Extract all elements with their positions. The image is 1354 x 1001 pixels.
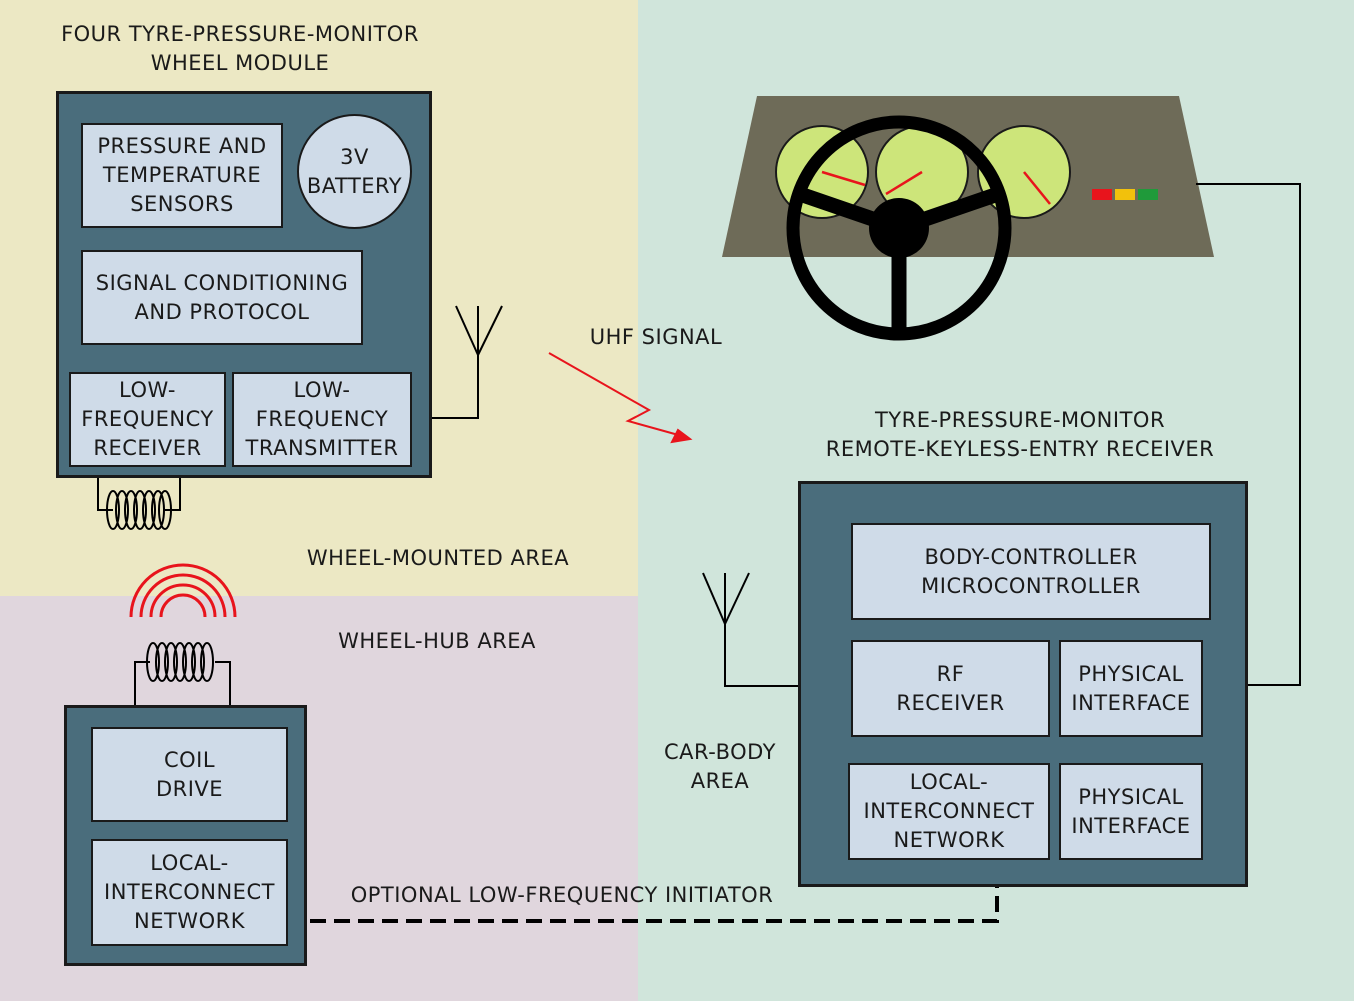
wheel-module-title: FOUR TYRE-PRESSURE-MONITOR WHEEL MODULE bbox=[61, 22, 419, 75]
receiver-title: TYRE-PRESSURE-MONITOR REMOTE-KEYLESS-ENT… bbox=[825, 408, 1215, 461]
hub-coil bbox=[134, 642, 231, 707]
body-controller-microcontroller: BODY-CONTROLLER MICROCONTROLLER bbox=[851, 523, 1211, 620]
car-body-area-label: CAR-BODY AREA bbox=[663, 740, 776, 793]
wheel-hub-area-label: WHEEL-HUB AREA bbox=[338, 629, 536, 653]
uhf-signal bbox=[548, 352, 693, 444]
lf-receiver: LOW- FREQUENCY RECEIVER bbox=[69, 372, 226, 467]
uhf-signal-label: UHF SIGNAL bbox=[589, 325, 723, 349]
lf-initiator-module: COIL DRIVE LOCAL- INTERCONNECT NETWORK bbox=[64, 705, 307, 966]
wheel-antenna bbox=[409, 305, 503, 419]
wheel-mounted-area-label: WHEEL-MOUNTED AREA bbox=[306, 546, 570, 570]
optional-initiator-label: OPTIONAL LOW-FREQUENCY INITIATOR bbox=[350, 883, 774, 907]
signal-conditioning-block: SIGNAL CONDITIONING AND PROTOCOL bbox=[81, 250, 363, 345]
battery: 3V BATTERY bbox=[297, 114, 412, 229]
steering-wheel bbox=[786, 115, 1012, 341]
lf-transmitter: LOW- FREQUENCY TRANSMITTER bbox=[232, 372, 412, 467]
coil-drive: COIL DRIVE bbox=[91, 727, 288, 822]
pressure-temperature-sensors: PRESSURE AND TEMPERATURE SENSORS bbox=[81, 123, 283, 228]
wheel-module: PRESSURE AND TEMPERATURE SENSORS 3V BATT… bbox=[56, 91, 432, 478]
led-yellow bbox=[1115, 189, 1135, 200]
wheel-module-coil bbox=[97, 463, 181, 530]
dashboard-link bbox=[1196, 183, 1301, 686]
led-red bbox=[1092, 189, 1112, 200]
rf-receiver: RF RECEIVER bbox=[851, 640, 1050, 737]
receiver-lin: LOCAL- INTERCONNECT NETWORK bbox=[848, 763, 1050, 860]
receiver-module: BODY-CONTROLLER MICROCONTROLLER RF RECEI… bbox=[798, 481, 1248, 887]
magnetic-field-arcs bbox=[129, 563, 237, 618]
physical-interface-2: PHYSICAL INTERFACE bbox=[1059, 763, 1203, 860]
initiator-lin: LOCAL- INTERCONNECT NETWORK bbox=[91, 839, 288, 946]
physical-interface-1: PHYSICAL INTERFACE bbox=[1059, 640, 1203, 737]
led-green bbox=[1138, 189, 1158, 200]
